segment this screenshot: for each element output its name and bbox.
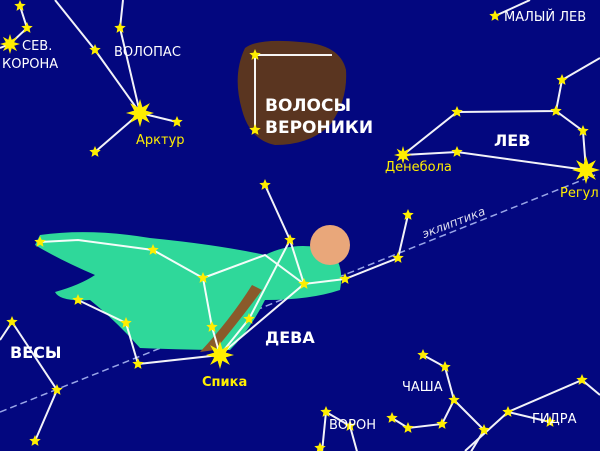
star-icon (556, 74, 568, 85)
star-icon (147, 244, 159, 255)
star-icon (29, 435, 41, 446)
star-icon (572, 156, 600, 184)
star-icon (436, 418, 448, 429)
star-icon (489, 10, 501, 21)
label-denebola: Денебола (385, 160, 452, 175)
virgo-braid-image (200, 285, 262, 352)
star-icon (89, 146, 101, 157)
star-icon (249, 49, 261, 60)
star-icon (550, 105, 562, 116)
star-icon (386, 412, 398, 423)
star-icon (34, 236, 46, 247)
label-regulus: Регул (560, 186, 599, 201)
star-icon (344, 420, 356, 431)
star-icon (320, 406, 332, 417)
star-icon (544, 416, 556, 427)
label-coma-line2: ВЕРОНИКИ (265, 118, 374, 138)
virgo-head-image (310, 225, 350, 265)
label-coma: ВОЛОСЫ ВЕРОНИКИ (265, 95, 373, 139)
star-icon (132, 358, 144, 369)
star-icon (51, 384, 63, 395)
star-icon (243, 313, 255, 324)
star-icon (478, 424, 490, 435)
virgo-dress-image (35, 232, 342, 350)
star-icon (392, 252, 404, 263)
star-icon (120, 317, 132, 328)
star-icon (339, 273, 351, 284)
label-leo-minor: МАЛЫЙ ЛЕВ (504, 10, 587, 25)
star-icon (126, 99, 154, 127)
star-icon (314, 442, 326, 451)
star-icon (284, 234, 296, 245)
star-icon (114, 22, 126, 33)
star-icon (206, 341, 234, 369)
label-virgo: ДЕВА (265, 328, 315, 347)
star-icon (577, 125, 589, 136)
star-icon (206, 321, 218, 332)
star-icon (171, 116, 183, 127)
star-icon (21, 22, 33, 33)
label-corona: СЕВ. КОРОНА (2, 38, 58, 74)
star-icon (439, 361, 451, 372)
star-icon (402, 209, 414, 220)
star-icon (6, 316, 18, 327)
star-icon (259, 179, 271, 190)
label-crater: ЧАША (402, 380, 443, 395)
star-icon (394, 146, 412, 164)
star-icon (298, 278, 310, 289)
label-corvus: ВОРОН (329, 418, 376, 433)
label-spica: Спика (202, 375, 248, 390)
coma-hair-image (237, 40, 347, 145)
star-icon (402, 422, 414, 433)
star-icon (197, 272, 209, 283)
label-bootes: ВОЛОПАС (114, 45, 181, 60)
star-icon (72, 294, 84, 305)
star-icon (0, 34, 20, 54)
star-icon (417, 349, 429, 360)
star-icon (89, 44, 101, 55)
star-icon (451, 146, 463, 157)
label-libra: ВЕСЫ (10, 343, 62, 362)
label-hydra: ГИДРА (532, 412, 577, 427)
label-corona-line1: СЕВ. (22, 39, 53, 54)
star-icon (249, 124, 261, 135)
label-arcturus: Арктур (136, 133, 185, 148)
label-coma-line1: ВОЛОСЫ (265, 96, 352, 116)
label-corona-line2: КОРОНА (2, 57, 59, 72)
star-icon (14, 0, 26, 11)
star-icon (502, 406, 514, 417)
label-leo: ЛЕВ (494, 131, 531, 150)
star-icon (448, 394, 460, 405)
star-icon (576, 374, 588, 385)
star-icon (451, 106, 463, 117)
